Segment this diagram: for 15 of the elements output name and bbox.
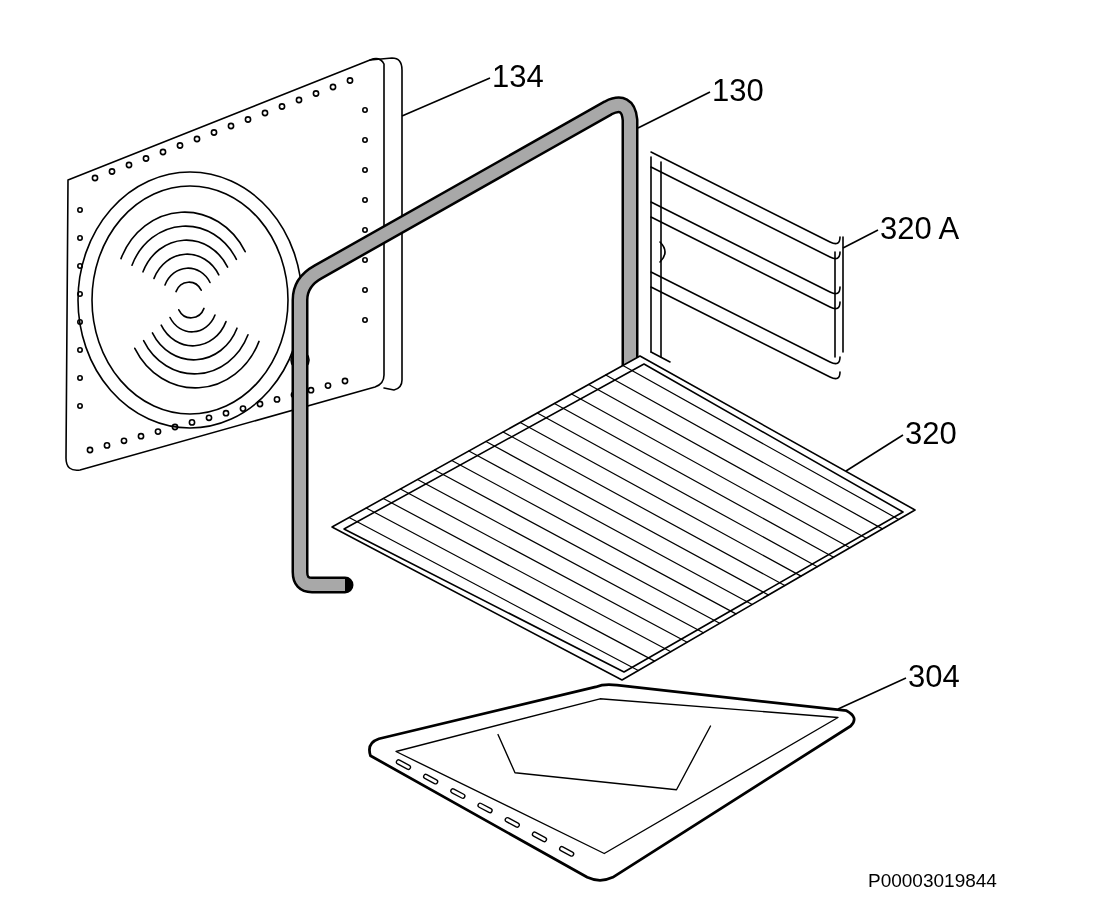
- back-panel-drawing: [65, 57, 403, 472]
- baking-tray-drawing: [368, 683, 856, 882]
- leader-line: [837, 677, 907, 710]
- leader-line: [637, 91, 711, 129]
- part-number: 130: [712, 74, 764, 108]
- shelf-support-drawing: [650, 151, 844, 380]
- leader-line: [401, 77, 491, 117]
- part-number: 134: [492, 60, 544, 94]
- leader-line: [845, 434, 904, 472]
- leader-line: [842, 229, 879, 249]
- part-number: 320 A: [880, 212, 960, 246]
- part-number: 320: [905, 417, 957, 451]
- door-gasket-drawing: [291, 96, 639, 594]
- part-number: 304: [908, 660, 960, 694]
- drawing-code: P00003019844: [868, 870, 997, 892]
